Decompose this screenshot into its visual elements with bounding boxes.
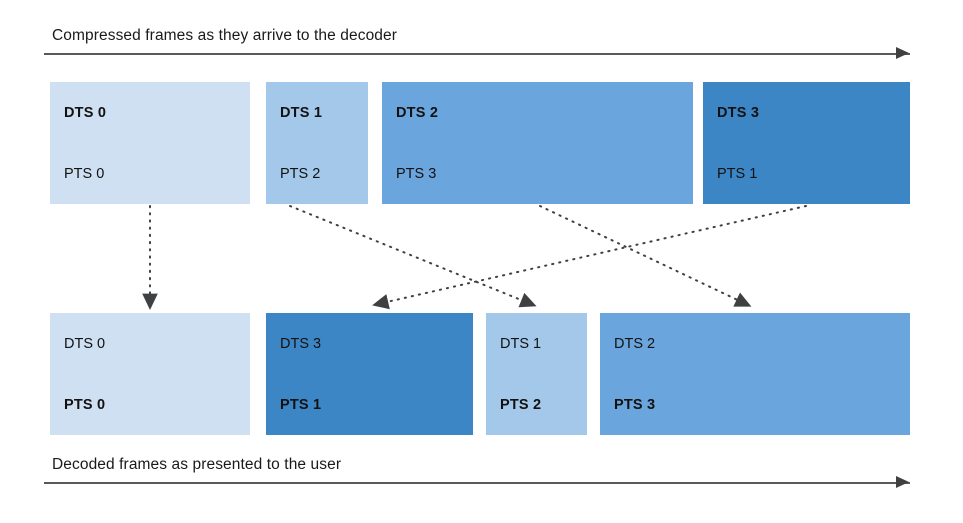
bottom-frame-0-pts: PTS 0 bbox=[64, 397, 106, 413]
bottom-caption: Decoded frames as presented to the user bbox=[52, 456, 342, 473]
top-frame-2-dts: DTS 2 bbox=[396, 105, 439, 121]
bottom-frame-3-pts: PTS 3 bbox=[614, 397, 656, 413]
bottom-frame-1-dts: DTS 3 bbox=[280, 336, 322, 352]
bottom-frame-3-dts: DTS 2 bbox=[614, 336, 656, 352]
bottom-frame-3[interactable]: DTS 2 PTS 3 bbox=[600, 313, 910, 435]
top-frame-2[interactable]: DTS 2 PTS 3 bbox=[382, 82, 693, 204]
bottom-frame-0[interactable]: DTS 0 PTS 0 bbox=[50, 313, 250, 435]
bottom-frame-0-dts: DTS 0 bbox=[64, 336, 106, 352]
connector-dts1-pts2 bbox=[289, 205, 537, 308]
top-frame-3-dts: DTS 3 bbox=[717, 105, 760, 121]
bottom-arrowhead-icon bbox=[896, 476, 909, 488]
top-frame-0-pts: PTS 0 bbox=[64, 166, 105, 182]
top-frame-1[interactable]: DTS 1 PTS 2 bbox=[266, 82, 368, 204]
top-frame-3-pts: PTS 1 bbox=[717, 166, 758, 182]
top-frame-1-dts: DTS 1 bbox=[280, 105, 323, 121]
connector-dts3-pts1 bbox=[372, 205, 807, 310]
connector-dts2-pts3 bbox=[539, 205, 752, 307]
top-frame-0[interactable]: DTS 0 PTS 0 bbox=[50, 82, 250, 204]
bottom-frame-2-dts: DTS 1 bbox=[500, 336, 542, 352]
top-frame-3[interactable]: DTS 3 PTS 1 bbox=[703, 82, 910, 204]
top-frame-0-dts: DTS 0 bbox=[64, 105, 107, 121]
bottom-frame-2[interactable]: DTS 1 PTS 2 bbox=[486, 313, 587, 435]
bottom-frame-1[interactable]: DTS 3 PTS 1 bbox=[266, 313, 473, 435]
bottom-frame-2-pts: PTS 2 bbox=[500, 397, 542, 413]
top-frame-1-pts: PTS 2 bbox=[280, 166, 321, 182]
top-frame-2-pts: PTS 3 bbox=[396, 166, 437, 182]
bottom-timeline-axis bbox=[44, 482, 910, 484]
top-arrowhead-icon bbox=[896, 47, 909, 59]
bottom-frame-1-pts: PTS 1 bbox=[280, 397, 322, 413]
top-caption: Compressed frames as they arrive to the … bbox=[52, 27, 397, 44]
top-timeline-axis bbox=[44, 53, 910, 55]
